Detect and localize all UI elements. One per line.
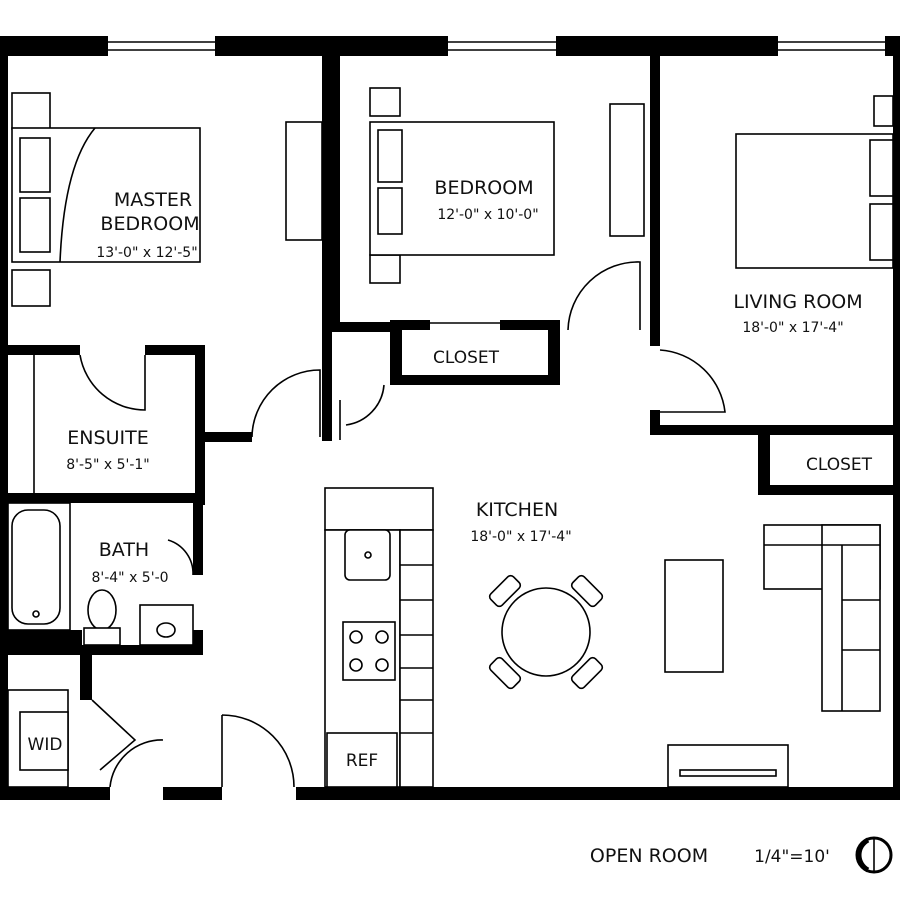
master-bedroom-label: BEDROOM <box>100 213 199 235</box>
refrigerator-label: REF <box>346 751 378 771</box>
sink <box>139 604 194 646</box>
bath-dims: 8'-4" x 5'-0 <box>91 570 168 586</box>
sectional-sofa <box>763 524 881 712</box>
room-labels: MASTER BEDROOM 13'-0" x 12'-5" BEDROOM 1… <box>28 177 873 771</box>
furniture <box>7 87 894 788</box>
bathtub <box>11 509 61 625</box>
washer-dryer <box>19 711 69 771</box>
kitchen-label: KITCHEN <box>476 499 558 521</box>
dresser <box>285 121 323 241</box>
window <box>778 41 885 51</box>
north-arrow-icon <box>855 836 893 874</box>
coffee-table <box>664 559 724 673</box>
ensuite-label: ENSUITE <box>67 427 148 449</box>
kitchen-dims: 18'-0" x 17'-4" <box>470 529 571 545</box>
washer-dryer-label: WID <box>28 735 63 755</box>
tv-stand <box>667 744 789 788</box>
bath-label: BATH <box>99 539 149 561</box>
footer: OPEN ROOM 1/4"=10' <box>590 836 893 874</box>
closet-label: CLOSET <box>806 455 873 475</box>
plan-name: OPEN ROOM <box>590 845 708 867</box>
living-room-dims: 18'-0" x 17'-4" <box>742 320 843 336</box>
walls <box>0 36 900 800</box>
ensuite-dims: 8'-5" x 5'-1" <box>66 457 150 473</box>
nightstand <box>11 92 51 130</box>
dining-table <box>488 574 604 690</box>
master-bedroom-dims: 13'-0" x 12'-5" <box>96 245 197 261</box>
closet-label: CLOSET <box>433 348 500 368</box>
master-bedroom-label: MASTER <box>114 189 192 211</box>
dresser <box>609 103 645 237</box>
nightstand <box>11 269 51 307</box>
kitchen-sink <box>344 529 391 581</box>
scale-label: 1/4"=10' <box>754 847 830 867</box>
toilet <box>87 589 117 631</box>
bed <box>735 133 894 269</box>
doors <box>79 261 893 788</box>
stove <box>342 621 396 681</box>
window <box>448 41 556 51</box>
refrigerator <box>326 732 398 788</box>
bedroom-dims: 12'-0" x 10'-0" <box>437 207 538 223</box>
bedroom-label: BEDROOM <box>434 177 533 199</box>
living-room-label: LIVING ROOM <box>733 291 862 313</box>
window <box>108 41 215 51</box>
